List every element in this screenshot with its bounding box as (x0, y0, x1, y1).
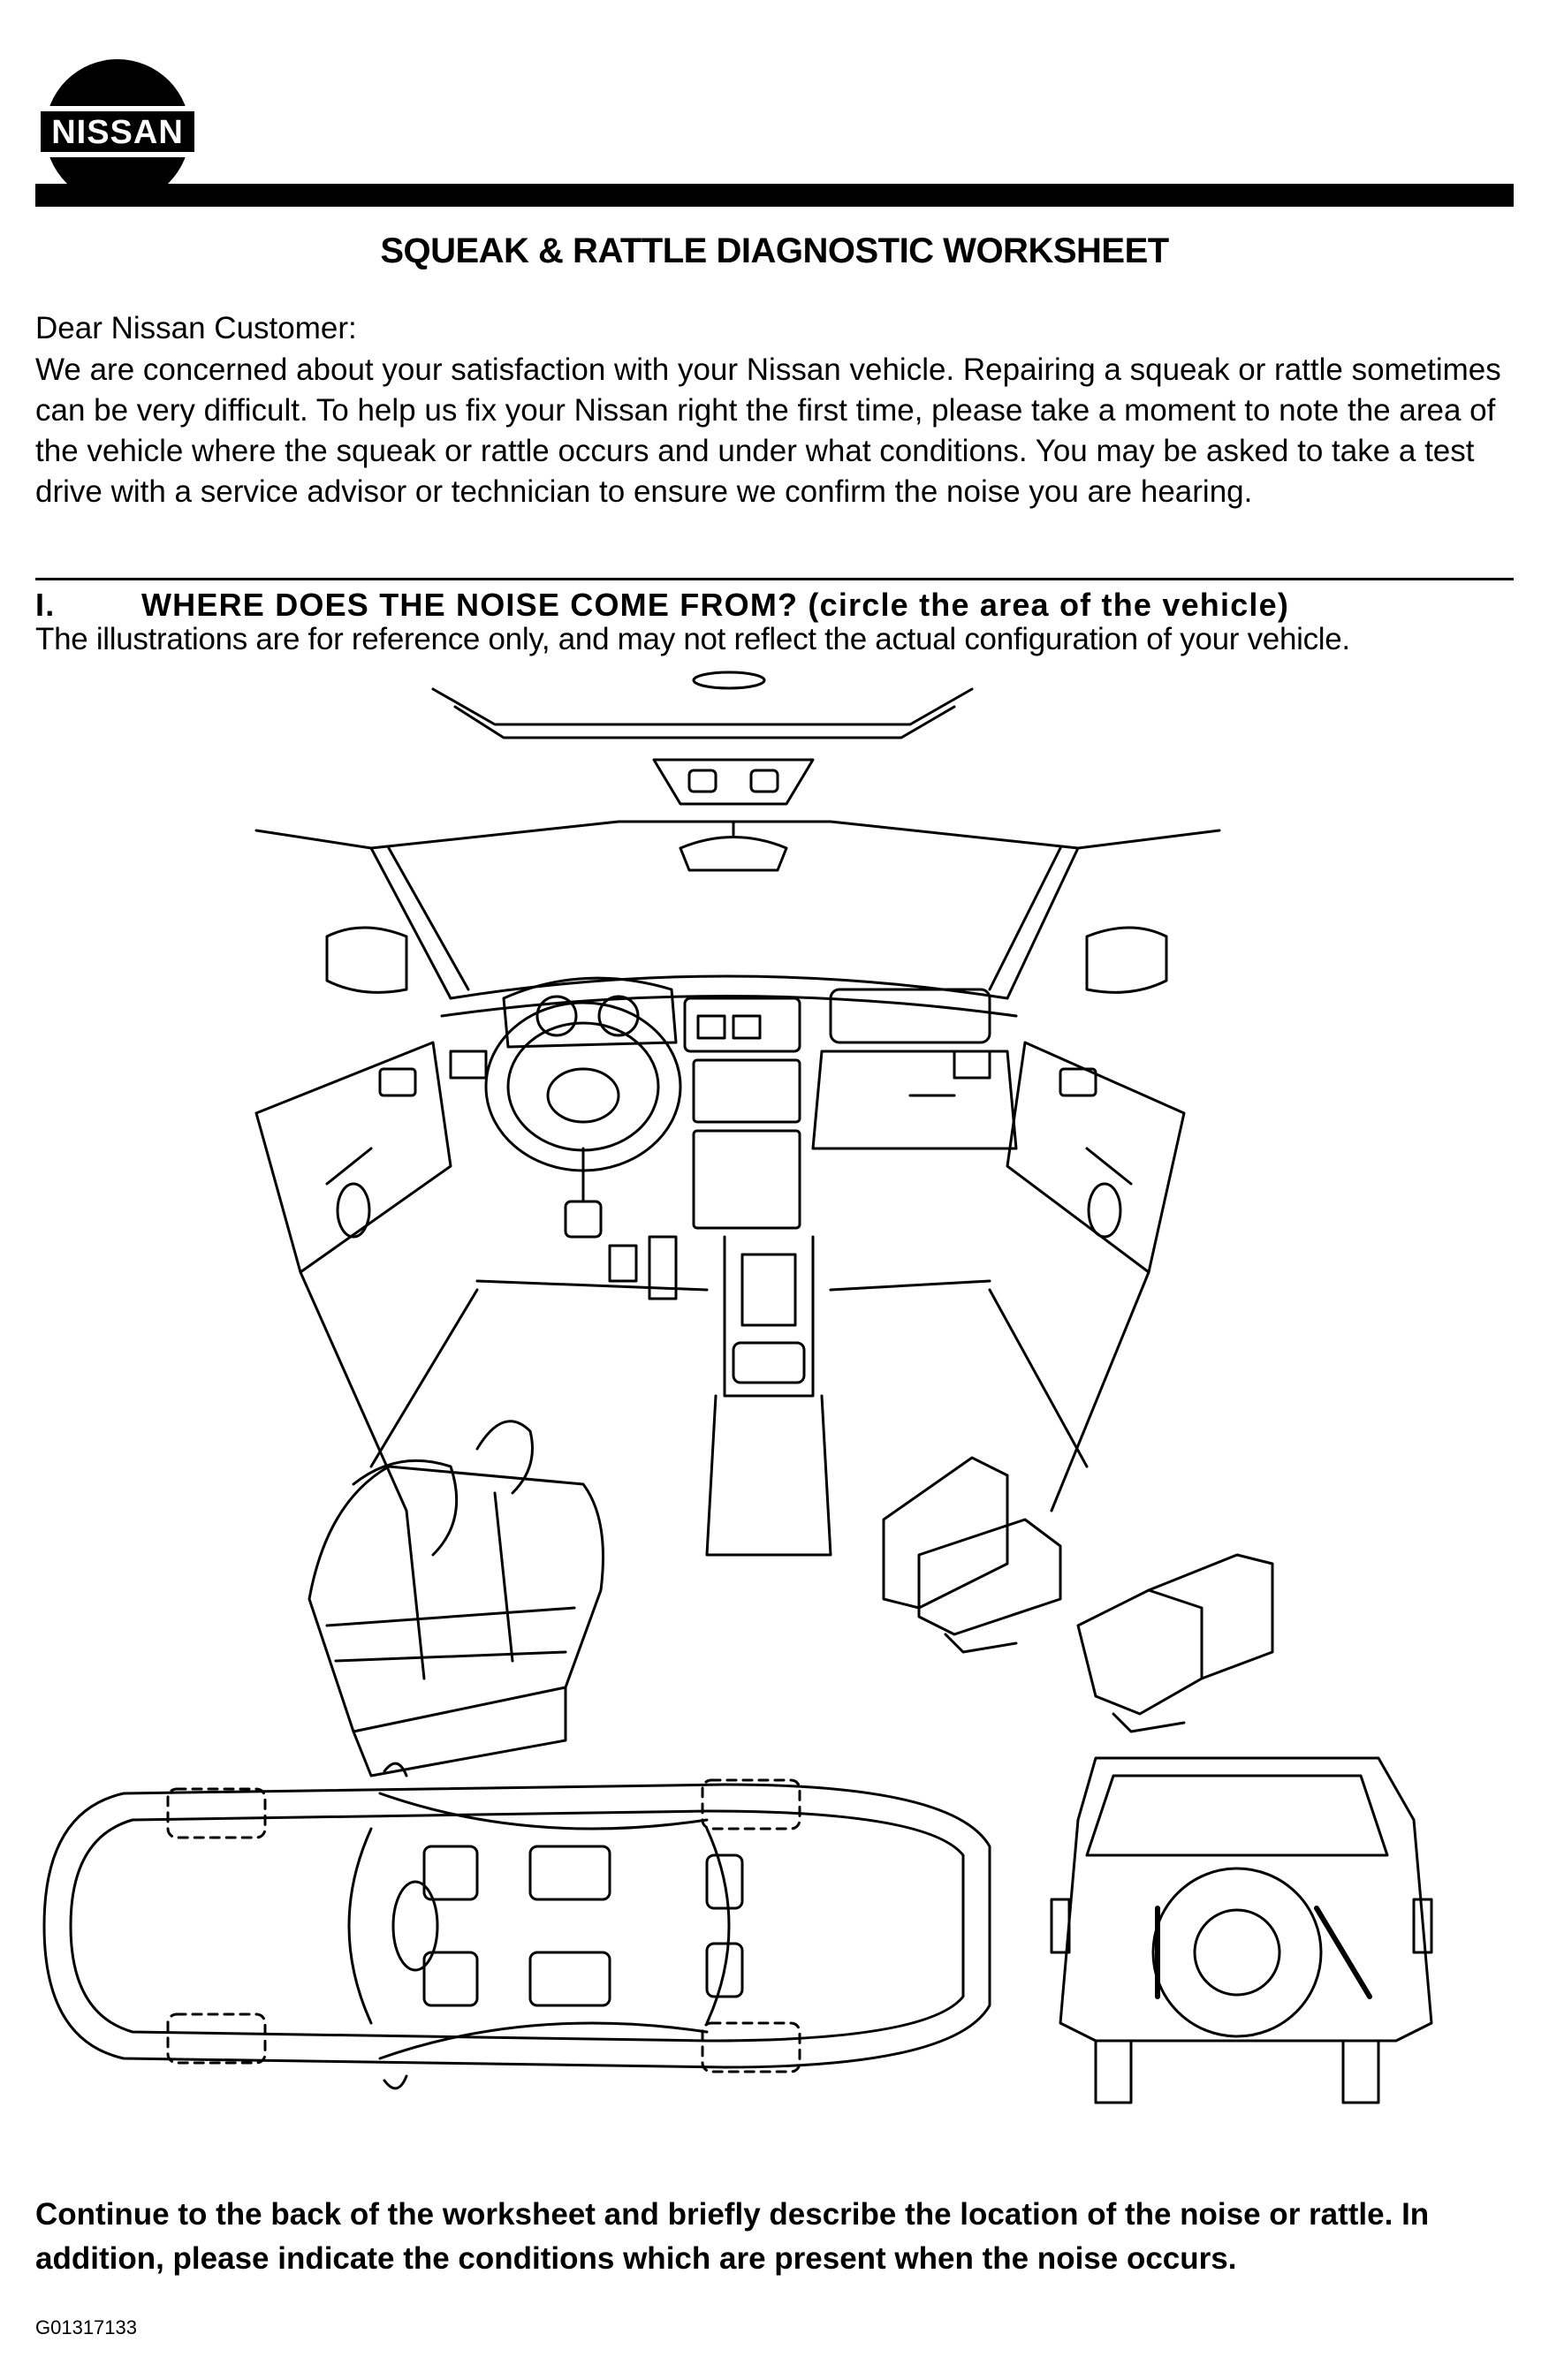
vehicle-illustrations (35, 671, 1514, 2173)
footer-instructions: Continue to the back of the worksheet an… (35, 2197, 1430, 2276)
suv-rear-view-icon (1050, 1756, 1433, 2104)
front-seat-icon (1076, 1553, 1274, 1733)
salutation: Dear Nissan Customer: (35, 311, 357, 345)
section-title: WHERE DOES THE NOISE COME FROM? (circle … (141, 587, 1290, 623)
nissan-logo: NISSAN (35, 49, 200, 214)
intro-paragraph: We are concerned about your satisfaction… (35, 352, 1501, 509)
front-seat-icon (882, 1456, 1062, 1654)
document-code: G01317133 (35, 2316, 137, 2338)
section-heading: I. WHERE DOES THE NOISE COME FROM? (circl… (35, 587, 1514, 624)
illustration-note: The illustrations are for reference only… (35, 622, 1350, 656)
section-divider (35, 578, 1514, 580)
vehicle-interior-dashboard-icon (254, 671, 1221, 1557)
svg-text:NISSAN: NISSAN (51, 114, 184, 151)
page-title: SQUEAK & RATTLE DIAGNOSTIC WORKSHEET (380, 231, 1169, 270)
sedan-top-view-icon (42, 1762, 991, 2090)
section-number: I. (35, 587, 56, 623)
rear-seat-icon (308, 1420, 604, 1777)
header-rule (35, 184, 1514, 207)
